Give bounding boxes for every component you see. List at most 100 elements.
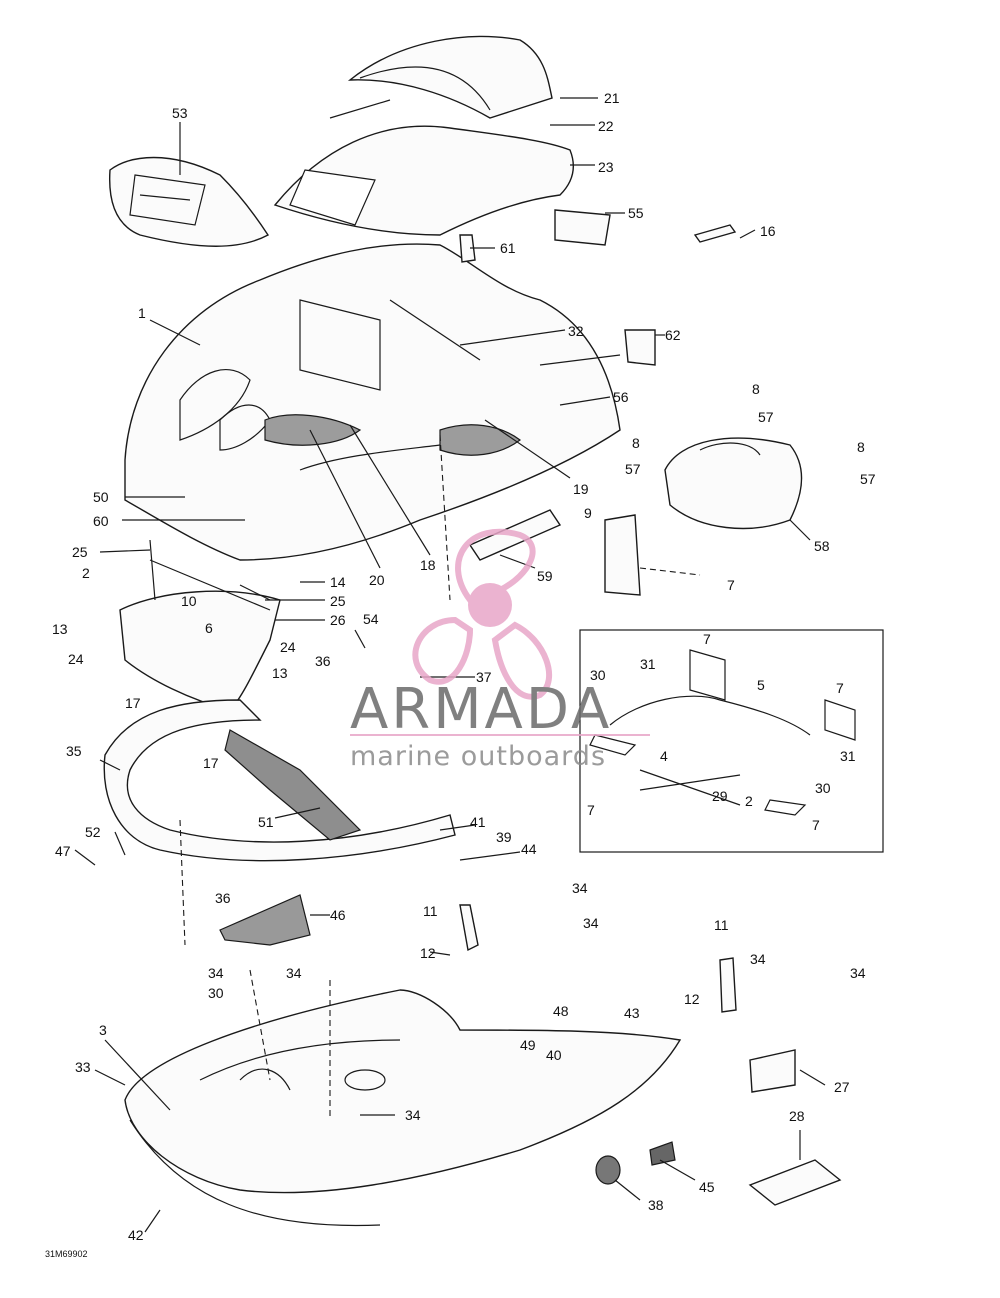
side-clip-part-2 [719, 957, 737, 1013]
callout-37: 37 [476, 669, 492, 685]
callout-29: 29 [712, 788, 728, 804]
badge-part [649, 1141, 676, 1166]
callout-44: 44 [521, 841, 537, 857]
callout-7d: 7 [587, 802, 595, 818]
callout-33: 33 [75, 1059, 91, 1075]
callout-22: 22 [598, 118, 614, 134]
callout-38: 38 [648, 1197, 664, 1213]
callout-9: 9 [584, 505, 592, 521]
drawing-code: 31M69902 [45, 1249, 88, 1259]
callout-49: 49 [520, 1037, 536, 1053]
callout-17b: 17 [203, 755, 219, 771]
callout-26: 26 [330, 612, 346, 628]
callout-48: 48 [553, 1003, 569, 1019]
latch-part [693, 224, 737, 243]
callout-7e: 7 [812, 817, 820, 833]
callout-25a: 25 [72, 544, 88, 560]
callout-43: 43 [624, 1005, 640, 1021]
watermark: ARMADA marine outboards [350, 528, 650, 772]
callout-56: 56 [613, 389, 629, 405]
callout-23: 23 [598, 159, 614, 175]
cap-part [595, 1155, 621, 1185]
bracket-nine-part [604, 514, 641, 596]
bottom-pan-part [124, 989, 682, 1227]
callout-41: 41 [470, 814, 486, 830]
callout-58: 58 [814, 538, 830, 554]
callout-11a: 11 [423, 903, 438, 919]
front-bracket-assembly [119, 539, 281, 711]
callout-14: 14 [330, 574, 346, 590]
callout-6: 6 [205, 620, 213, 636]
callout-59: 59 [537, 568, 553, 584]
callout-24b: 24 [280, 639, 296, 655]
callout-4: 4 [660, 748, 668, 764]
callout-34c: 34 [750, 951, 766, 967]
callout-10: 10 [181, 593, 197, 609]
callout-28: 28 [789, 1108, 805, 1124]
callout-30c: 30 [208, 985, 224, 1001]
callout-7b: 7 [703, 631, 711, 647]
callout-45: 45 [699, 1179, 715, 1195]
plate-part [749, 1049, 796, 1093]
bracket-forty-six-part [219, 894, 311, 946]
callout-60: 60 [93, 513, 109, 529]
callout-17a: 17 [125, 695, 141, 711]
callout-34b: 34 [583, 915, 599, 931]
windshield-lower-part [273, 99, 574, 236]
callout-7a: 7 [727, 577, 735, 593]
callout-39: 39 [496, 829, 512, 845]
console-part [108, 156, 270, 247]
clip-part [459, 234, 476, 263]
callout-1: 1 [138, 305, 146, 321]
callouts: 21 22 23 53 55 16 61 1 32 62 56 8 57 8 5… [52, 90, 876, 1243]
callout-20: 20 [369, 572, 385, 588]
pad-block-part [748, 1159, 842, 1206]
callout-11b: 11 [714, 917, 729, 933]
callout-40: 40 [546, 1047, 562, 1063]
callout-47: 47 [55, 843, 71, 859]
callout-31a: 31 [640, 656, 656, 672]
callout-55: 55 [628, 205, 644, 221]
callout-2a: 2 [82, 565, 90, 581]
callout-34a: 34 [572, 880, 588, 896]
detail-box [579, 629, 884, 853]
callout-34f: 34 [850, 965, 866, 981]
watermark-tagline: marine outboards [350, 741, 606, 772]
callout-31b: 31 [840, 748, 856, 764]
windshield-top-part [347, 35, 553, 119]
callout-2b: 2 [745, 793, 753, 809]
callout-8c: 8 [857, 439, 865, 455]
callout-36b: 36 [215, 890, 231, 906]
pad-part [554, 209, 611, 246]
callout-25b: 25 [330, 593, 346, 609]
callout-5: 5 [757, 677, 765, 693]
callout-57c: 57 [860, 471, 876, 487]
cover-plate-part [624, 329, 656, 366]
callout-34e: 34 [286, 965, 302, 981]
callout-61: 61 [500, 240, 516, 256]
callout-62: 62 [665, 327, 681, 343]
callout-8b: 8 [632, 435, 640, 451]
callout-8a: 8 [752, 381, 760, 397]
side-clip-part [459, 904, 479, 952]
callout-27: 27 [834, 1079, 850, 1095]
callout-36a: 36 [315, 653, 331, 669]
bumper-part [103, 699, 456, 862]
callout-24a: 24 [68, 651, 84, 667]
callout-7c: 7 [836, 680, 844, 696]
propeller-logo-icon [412, 528, 552, 700]
callout-30a: 30 [590, 667, 606, 683]
callout-32: 32 [568, 323, 584, 339]
callout-13b: 13 [272, 665, 288, 681]
callout-12a: 12 [420, 945, 436, 961]
callout-35: 35 [66, 743, 82, 759]
callout-46: 46 [330, 907, 346, 923]
callout-57b: 57 [625, 461, 641, 477]
callout-21: 21 [604, 90, 620, 106]
callout-34g: 34 [405, 1107, 421, 1123]
callout-19: 19 [573, 481, 589, 497]
callout-52: 52 [85, 824, 101, 840]
callout-57a: 57 [758, 409, 774, 425]
leader-lines [74, 97, 826, 1233]
